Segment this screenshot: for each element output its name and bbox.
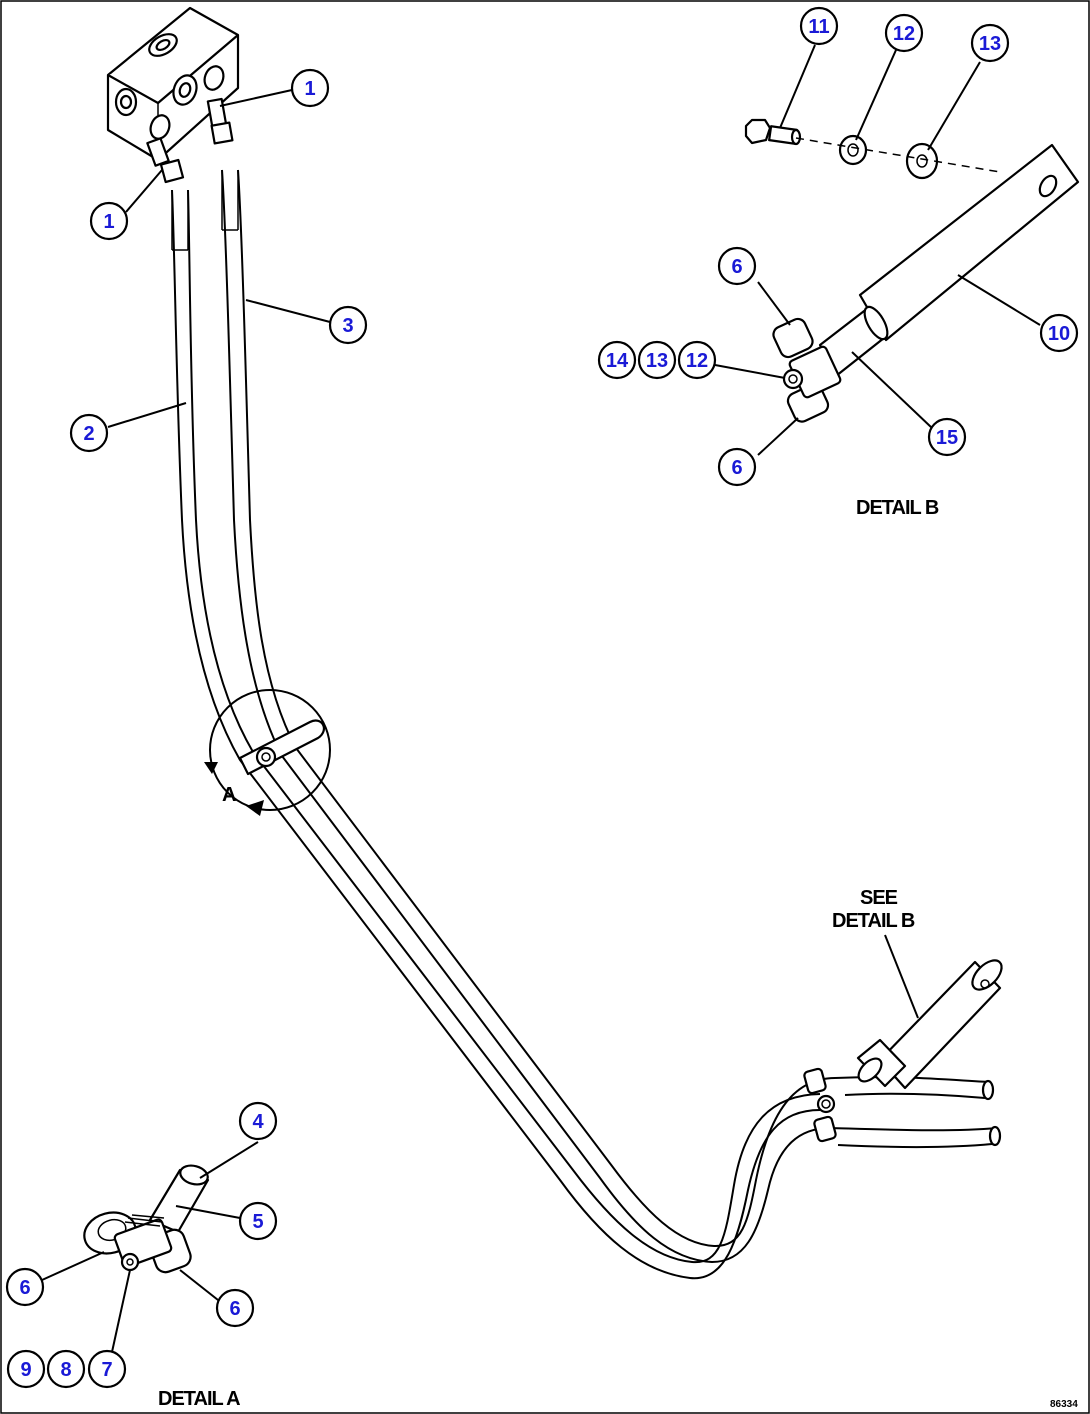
callout-number: 1 (304, 78, 315, 100)
bolt-axis-line (795, 137, 1001, 173)
callout-c1a: 1 (290, 68, 330, 108)
callout-c3: 3 (328, 305, 368, 345)
callout-c10: 10 (1039, 313, 1079, 353)
view-marker-a: A (222, 784, 236, 806)
detail-b-title: DETAIL B (856, 497, 939, 519)
cylinder-assembly (856, 959, 1003, 1090)
hoses (171, 169, 1002, 1280)
arrow-icon (204, 762, 218, 774)
callout-number: 11 (808, 16, 829, 38)
callout-number: 10 (1048, 323, 1070, 345)
callout-c9: 9 (6, 1349, 46, 1389)
callout-c2: 2 (69, 413, 109, 453)
callout-c6b: 6 (215, 1288, 255, 1328)
callout-c15: 15 (927, 417, 967, 457)
detail-a-title: DETAIL A (158, 1388, 240, 1410)
callout-c7: 7 (87, 1349, 127, 1389)
callout-c14: 14 (597, 340, 637, 380)
callout-number: 2 (83, 423, 94, 445)
callout-number: 6 (19, 1277, 30, 1299)
callout-number: 6 (731, 256, 742, 278)
callout-number: 8 (60, 1359, 71, 1381)
callout-number: 4 (252, 1111, 264, 1133)
callout-c1b: 1 (89, 201, 129, 241)
detail-a-view-circle: A (204, 689, 331, 816)
callout-number: 3 (342, 315, 353, 337)
drawing-number: 86334 (1050, 1399, 1078, 1410)
callout-number: 15 (936, 427, 958, 449)
detail-b-assembly (744, 118, 1080, 423)
callout-c5: 5 (238, 1201, 278, 1241)
callout-number: 1 (103, 211, 114, 233)
callout-c13b: 13 (637, 340, 677, 380)
callout-c11: 11 (799, 6, 839, 46)
callout-number: 6 (229, 1298, 240, 1320)
callout-number: 12 (686, 350, 708, 372)
callout-c8: 8 (46, 1349, 86, 1389)
callout-c4: 4 (238, 1101, 278, 1141)
callout-c12a: 12 (884, 13, 924, 53)
callout-number: 9 (20, 1359, 31, 1381)
callout-c6c: 6 (717, 246, 757, 286)
callout-c12b: 12 (677, 340, 717, 380)
callout-number: 14 (606, 350, 629, 372)
callout-c6a: 6 (5, 1267, 45, 1307)
callout-number: 6 (731, 457, 742, 479)
arrow-icon (246, 800, 264, 816)
callout-number: 5 (252, 1211, 263, 1233)
leader-lines (41, 44, 1041, 1353)
see-detail-b-line1: SEE (860, 887, 898, 909)
detail-a-assembly (83, 1164, 210, 1274)
callout-c13a: 13 (970, 23, 1010, 63)
see-detail-b-line2: DETAIL B (832, 910, 915, 932)
callout-number: 12 (893, 23, 915, 45)
callout-number: 13 (979, 33, 1001, 55)
callout-number: 13 (646, 350, 668, 372)
callout-number: 7 (101, 1359, 112, 1381)
callout-c6d: 6 (717, 447, 757, 487)
valve-block (106, 6, 240, 184)
